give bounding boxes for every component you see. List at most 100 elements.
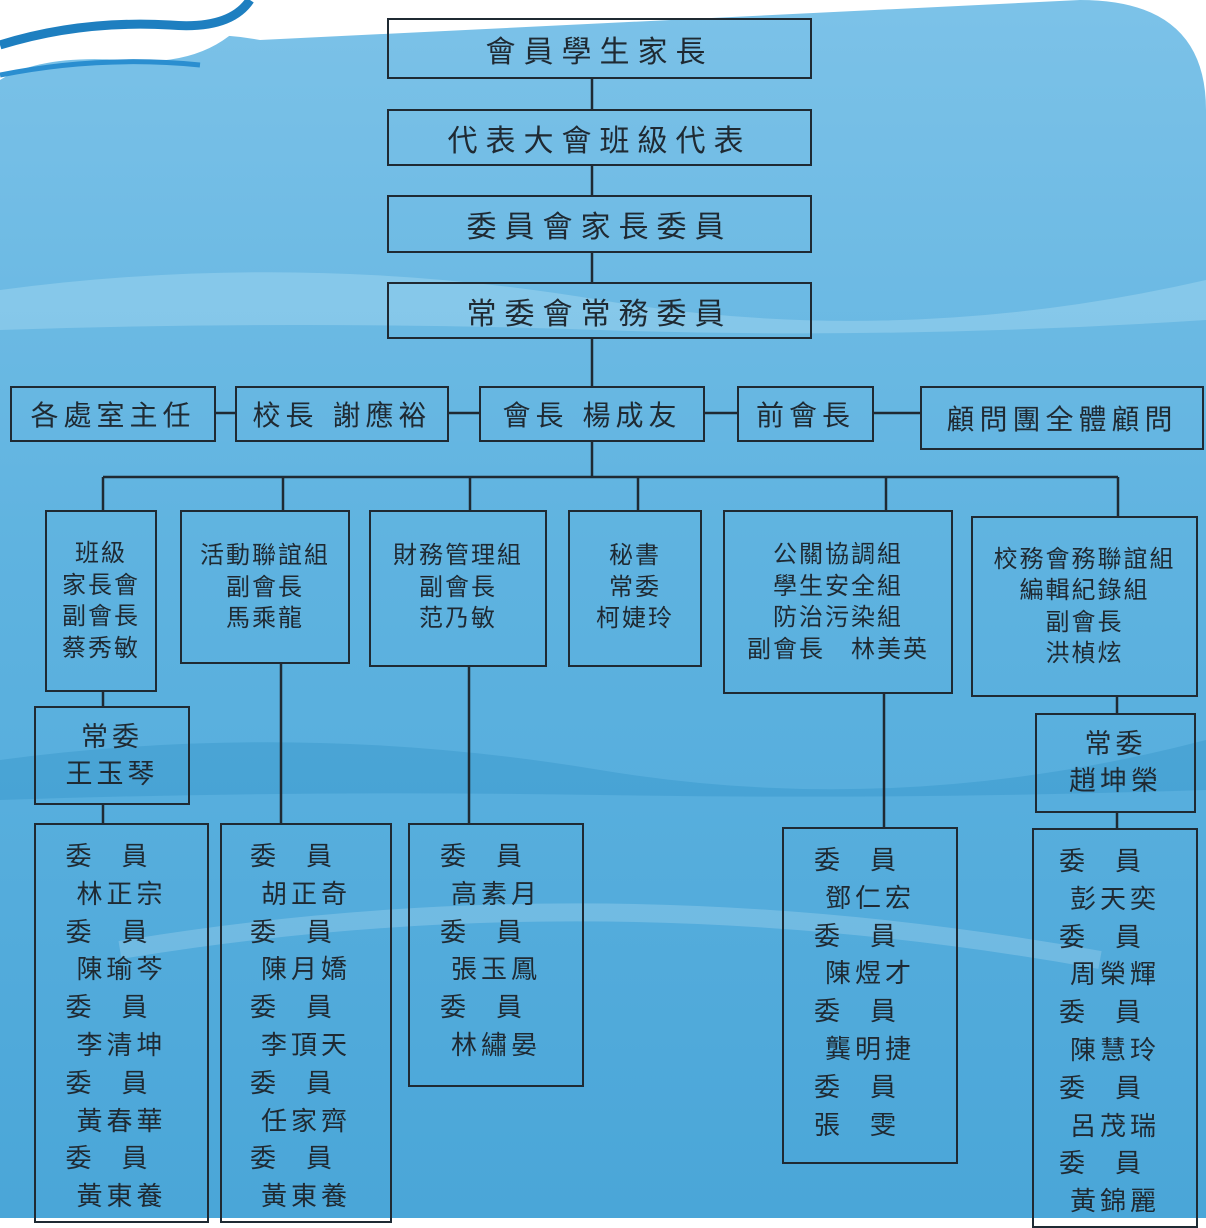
member-role: 委員 [249,917,362,948]
group-pr: 公關協調組 學生安全組 防治污染組 副會長 林美英 [723,510,953,694]
member-name: 陳瑜芩 [76,955,167,986]
member-name: 黃東養 [76,1182,167,1213]
member-role: 委員 [439,917,552,948]
directors-box: 各處室主任 [10,386,216,442]
group-activity: 活動聯誼組 副會長 馬乘龍 [180,510,350,664]
member-name: 陳慧玲 [1069,1035,1160,1066]
group-line: 公關協調組 [773,540,903,568]
chain-box-assembly: 代表大會班級代表 [387,109,812,166]
group-class: 班級 家長會 副會長 蔡秀敏 [45,510,157,692]
member-name: 李清坤 [76,1030,167,1061]
group-line: 副會長 [1045,607,1124,636]
group-line: 洪楨炫 [1045,639,1124,667]
member-name: 林繡晏 [450,1030,541,1061]
member-name: 張玉鳳 [450,955,541,986]
member-role: 委員 [1058,998,1171,1029]
group-secretary: 秘書 常委 柯婕玲 [568,510,702,667]
member-name: 胡正奇 [260,879,351,910]
member-role: 委員 [813,921,926,952]
member-name: 李頂天 [260,1030,351,1061]
directors-label: 各處室主任 [30,399,196,432]
president-box: 會長 楊成友 [479,386,705,442]
group-line: 家長會 [62,570,140,599]
chain-box-committee: 委員會家長委員 [387,195,812,253]
standing-line: 常委 [1084,729,1147,760]
member-role: 委員 [813,997,926,1028]
group-line: 柯婕玲 [596,604,674,632]
member-name: 龔明捷 [824,1034,915,1065]
member-name: 黃東養 [260,1182,351,1213]
member-role: 委員 [65,1144,178,1175]
group-line: 校務會務聯誼組 [993,544,1176,573]
chain-label: 會員學生家長 [485,34,714,70]
members-finance: 委員 高素月 委員 張玉鳳 委員 林繡晏 [408,823,584,1087]
member-name: 張雯 [813,1110,926,1141]
group-line: 財務管理組 [393,541,523,569]
group-school: 校務會務聯誼組 編輯紀錄組 副會長 洪楨炫 [971,516,1198,697]
chain-label: 委員會家長委員 [466,210,733,245]
principal-label: 校長 謝應裕 [252,399,432,432]
advisors-box: 顧問團全體顧問 [920,386,1204,450]
group-line: 秘書 [609,541,661,569]
members-class: 委員 林正宗 委員 陳瑜芩 委員 李清坤 委員 黃春華 委員 黃東養 [34,823,209,1223]
member-name: 陳煜才 [824,959,915,990]
member-name: 陳月嬌 [260,955,351,986]
member-role: 委員 [1058,847,1171,877]
member-role: 委員 [1058,1073,1171,1104]
member-role: 委員 [813,846,926,876]
member-name: 任家齊 [260,1106,351,1137]
chain-label: 常委會常務委員 [466,296,733,332]
member-role: 委員 [249,842,362,872]
member-role: 委員 [249,1068,362,1099]
member-role: 委員 [1058,1149,1171,1180]
members-activity: 委員 胡正奇 委員 陳月嬌 委員 李頂天 委員 任家齊 委員 黃東養 [220,823,392,1223]
standing-class: 常委 王玉琴 [34,706,190,805]
member-role: 委員 [1058,922,1171,953]
member-name: 周榮輝 [1069,960,1160,991]
advisors-label: 顧問團全體顧問 [946,403,1178,436]
group-line: 蔡秀敏 [62,633,140,662]
member-name: 彭天奕 [1069,884,1160,915]
chain-box-members: 會員學生家長 [387,18,812,79]
group-line: 范乃敏 [419,604,497,632]
former-president-box: 前會長 [737,386,874,442]
members-school: 委員 彭天奕 委員 周榮輝 委員 陳慧玲 委員 呂茂瑞 委員 黃錦麗 [1032,828,1198,1228]
standing-line: 常委 [81,721,143,753]
group-line: 活動聯誼組 [200,541,330,569]
member-role: 委員 [813,1072,926,1103]
member-name: 高素月 [450,879,541,910]
group-line: 學生安全組 [773,571,903,600]
group-line: 副會長 [62,602,140,630]
group-finance: 財務管理組 副會長 范乃敏 [369,510,547,667]
group-line: 常委 [609,572,661,601]
member-role: 委員 [65,842,178,872]
member-role: 委員 [249,1144,362,1175]
chain-label: 代表大會班級代表 [447,123,752,159]
group-line: 防治污染組 [773,603,903,631]
member-role: 委員 [439,842,552,872]
member-name: 鄧仁宏 [824,883,915,914]
members-pr: 委員 鄧仁宏 委員 陳煜才 委員 龔明捷 委員 張雯 [782,827,958,1164]
standing-school: 常委 趙坤榮 [1035,713,1196,813]
standing-line: 趙坤榮 [1069,766,1162,797]
group-line: 副會長 [419,572,497,601]
former-president-label: 前會長 [755,399,855,432]
standing-line: 王玉琴 [65,758,159,790]
member-role: 委員 [65,917,178,948]
group-line: 副會長 [226,572,304,601]
group-line: 班級 [75,539,127,567]
group-line: 副會長 林美英 [747,634,929,663]
member-role: 委員 [249,993,362,1024]
president-label: 會長 楊成友 [502,399,682,432]
member-name: 呂茂瑞 [1069,1111,1160,1142]
member-name: 林正宗 [76,879,167,910]
group-line: 馬乘龍 [226,604,304,632]
principal-box: 校長 謝應裕 [235,386,449,442]
member-role: 委員 [65,993,178,1024]
member-name: 黃錦麗 [1069,1187,1160,1218]
group-line: 編輯紀錄組 [1019,576,1150,604]
member-name: 黃春華 [76,1106,167,1137]
